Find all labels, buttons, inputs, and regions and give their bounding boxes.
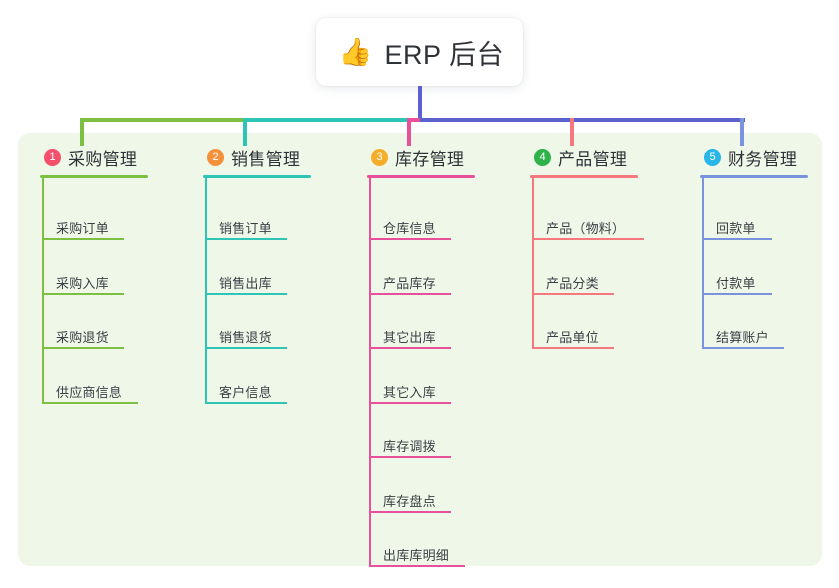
thumbs-up-icon: 👍 <box>338 36 373 68</box>
branch-item-rule <box>205 292 287 295</box>
branch-number-badge: 2 <box>207 148 224 166</box>
branch-item[interactable]: 其它入库 <box>383 384 436 400</box>
branch-item[interactable]: 产品库存 <box>383 275 436 291</box>
branch-header-rule <box>203 175 311 178</box>
branch-item-rule <box>42 292 124 295</box>
branch-number-badge: 3 <box>371 148 388 166</box>
branch-column-2: 2 销售管理销售订单销售出库销售退货客户信息 <box>203 144 311 404</box>
root-node-title: ERP 后台 <box>384 39 505 70</box>
branch-drop-connector-2 <box>243 118 247 146</box>
branch-item-rule <box>42 401 138 404</box>
branch-item-rule <box>532 347 614 349</box>
branch-item[interactable]: 仓库信息 <box>383 221 436 236</box>
branch-header-1[interactable]: 1 采购管理 <box>40 144 137 170</box>
branch-header-rule <box>700 175 808 178</box>
branch-item-rule <box>369 347 451 349</box>
branch-item-rule <box>369 456 451 458</box>
branch-header-3[interactable]: 3 库存管理 <box>367 144 464 170</box>
branch-item[interactable]: 销售退货 <box>219 330 272 345</box>
branch-item-rule <box>369 238 451 240</box>
trunk-bar-segment <box>409 118 423 122</box>
branch-number-badge: 4 <box>534 148 551 166</box>
branch-item-rule <box>369 565 465 567</box>
branch-item[interactable]: 销售订单 <box>219 221 272 236</box>
branch-item[interactable]: 付款单 <box>716 275 756 291</box>
branch-column-5: 5 财务管理回款单付款单结算账户 <box>700 144 808 349</box>
trunk-bar-segment <box>420 118 575 122</box>
trunk-bar-segment <box>572 118 745 122</box>
branch-item-rule <box>205 401 287 404</box>
branch-spine <box>702 175 704 349</box>
branch-item[interactable]: 产品（物料） <box>546 221 626 236</box>
trunk-bar-segment <box>82 118 248 122</box>
branch-item[interactable]: 客户信息 <box>219 384 272 400</box>
branch-item-rule <box>702 238 772 240</box>
root-node[interactable]: 👍 ERP 后台 <box>316 18 523 86</box>
branch-header-5[interactable]: 5 财务管理 <box>700 144 797 170</box>
branch-column-4: 4 产品管理产品（物料） 产品分类产品单位 <box>530 144 644 349</box>
branch-title: 采购管理 <box>68 149 138 169</box>
branch-item[interactable]: 回款单 <box>716 221 756 236</box>
branch-item-rule <box>702 347 784 349</box>
branch-spine <box>369 175 371 567</box>
branch-item[interactable]: 出库库明细 <box>383 548 450 563</box>
branch-header-rule <box>40 175 148 178</box>
branch-item-rule <box>369 292 451 295</box>
branch-item[interactable]: 供应商信息 <box>56 384 123 400</box>
branch-item[interactable]: 库存调拨 <box>383 439 436 454</box>
trunk-bar-segment <box>245 118 412 122</box>
branch-item-rule <box>42 347 124 349</box>
branch-drop-connector-3 <box>407 118 411 146</box>
branch-header-4[interactable]: 4 产品管理 <box>530 144 627 170</box>
branch-item[interactable]: 销售出库 <box>219 275 272 291</box>
branch-header-rule <box>530 175 638 178</box>
branch-drop-connector-4 <box>570 118 574 146</box>
branch-spine <box>532 175 534 349</box>
branch-item[interactable]: 库存盘点 <box>383 493 436 509</box>
branch-title: 库存管理 <box>395 149 465 169</box>
branch-title: 销售管理 <box>231 149 301 169</box>
branch-item-rule <box>532 238 644 240</box>
diagram-panel <box>18 133 822 566</box>
branch-item[interactable]: 采购订单 <box>56 221 109 236</box>
branch-item-rule <box>205 347 287 349</box>
branch-item-rule <box>532 292 614 295</box>
branch-item[interactable]: 产品分类 <box>546 275 599 291</box>
branch-number-badge: 5 <box>704 148 721 166</box>
branch-header-rule <box>367 175 475 178</box>
branch-item-rule <box>702 292 772 295</box>
branch-spine <box>42 175 44 404</box>
branch-drop-connector-5 <box>740 118 744 146</box>
branch-header-2[interactable]: 2 销售管理 <box>203 144 300 170</box>
branch-item-rule <box>42 238 124 240</box>
branch-item[interactable]: 采购入库 <box>56 275 109 291</box>
branch-item-rule <box>369 510 451 513</box>
branch-item-rule <box>369 401 451 404</box>
branch-item[interactable]: 结算账户 <box>716 330 769 345</box>
branch-column-3: 3 库存管理仓库信息产品库存其它出库其它入库库存调拨库存盘点出库库明细 <box>367 144 475 567</box>
branch-spine <box>205 175 207 404</box>
branch-item[interactable]: 其它出库 <box>383 330 436 345</box>
branch-item[interactable]: 采购退货 <box>56 330 109 345</box>
branch-drop-connector-1 <box>80 118 84 146</box>
root-stem-connector <box>418 86 422 122</box>
branch-column-1: 1 采购管理采购订单采购入库采购退货供应商信息 <box>40 144 148 404</box>
branch-title: 产品管理 <box>558 149 628 169</box>
branch-item[interactable]: 产品单位 <box>546 330 599 345</box>
branch-title: 财务管理 <box>728 149 798 169</box>
branch-item-rule <box>205 238 287 240</box>
branch-number-badge: 1 <box>44 148 61 166</box>
root-node-content: 👍 ERP 后台 <box>339 33 504 72</box>
